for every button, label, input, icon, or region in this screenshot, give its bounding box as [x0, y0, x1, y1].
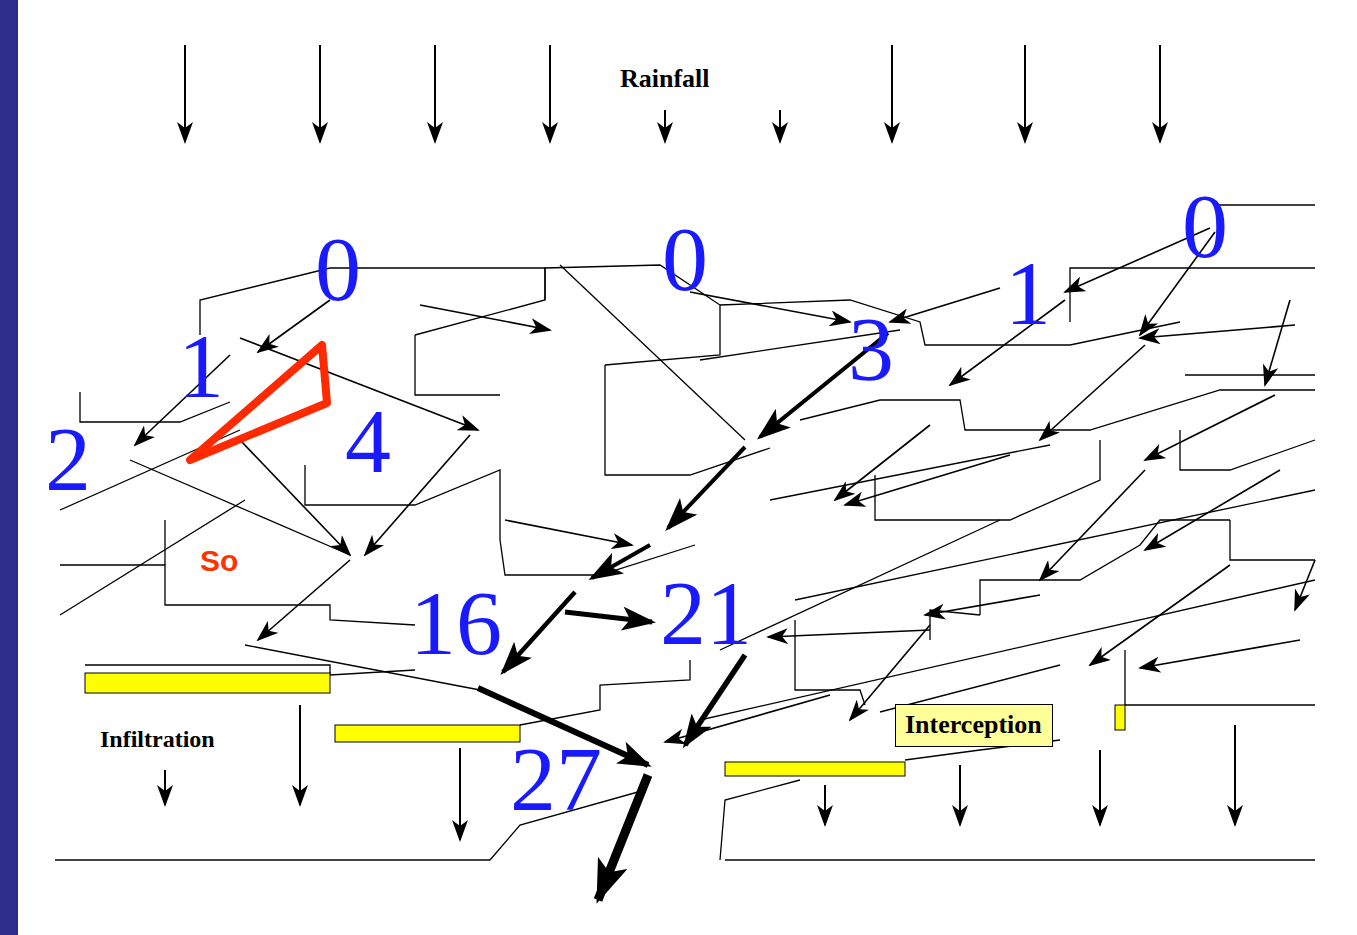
side-bar	[0, 0, 18, 935]
callout-number: 2	[45, 413, 91, 505]
callout-number: 1	[1005, 247, 1051, 339]
callout-number: 3	[848, 303, 894, 395]
callout-number: 21	[660, 567, 752, 659]
callout-number: 0	[1182, 180, 1228, 272]
callout-box: Interception	[895, 704, 1053, 747]
rainfall-arrows	[185, 45, 1160, 142]
callout-number: 16	[410, 577, 502, 669]
yellow-strips	[85, 673, 1125, 776]
flow-arrows	[135, 228, 1315, 742]
terrain-blocks	[55, 205, 1315, 860]
slope-label: So	[200, 546, 238, 576]
heading-label: Rainfall	[620, 66, 710, 92]
callout-number: 0	[315, 223, 361, 315]
infiltration-arrows	[165, 705, 1235, 840]
callout-number: 0	[662, 213, 708, 305]
box-text: Interception	[905, 712, 1043, 738]
callout-number: 27	[510, 733, 602, 825]
main-channel	[478, 333, 888, 900]
callout-number: 1	[178, 320, 224, 412]
process-label: Infiltration	[100, 727, 215, 751]
callout-number: 4	[345, 395, 391, 487]
